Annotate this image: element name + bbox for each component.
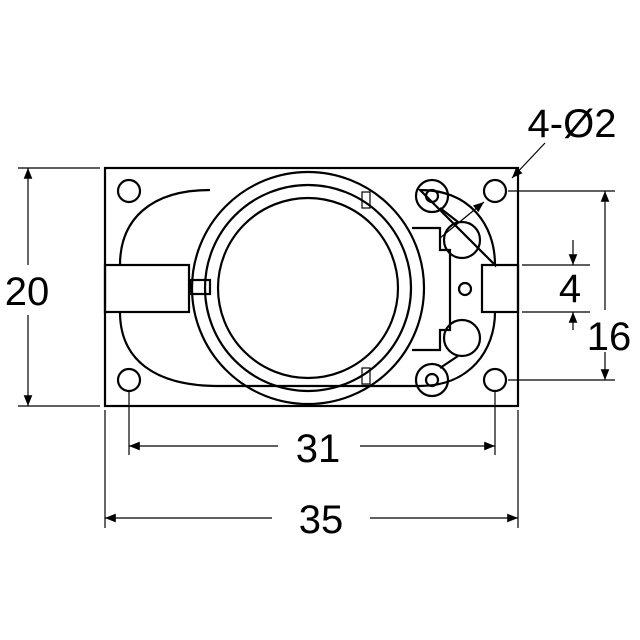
terminal-bottom bbox=[414, 318, 482, 398]
speaker-body bbox=[103, 166, 520, 408]
dimension-overall-width: 35 bbox=[104, 410, 519, 542]
hole-pitch-label: 31 bbox=[296, 427, 341, 471]
notch-left bbox=[188, 278, 212, 296]
notch-top bbox=[361, 191, 371, 209]
middle-ring bbox=[203, 183, 413, 393]
hole-callout-label: 4-Ø2 bbox=[528, 102, 617, 146]
overall-width-label: 35 bbox=[299, 498, 344, 542]
hole-callout: 4-Ø2 bbox=[439, 102, 617, 239]
mounting-hole-bottom-left bbox=[116, 367, 142, 393]
frame-outline bbox=[103, 166, 520, 408]
dimension-terminal-width: 4 bbox=[522, 240, 590, 330]
mounting-hole-top-right bbox=[482, 178, 508, 204]
terminal-top bbox=[414, 178, 482, 260]
terminal-width-label: 4 bbox=[559, 267, 581, 311]
left-tab bbox=[103, 263, 191, 314]
overall-height-label: 20 bbox=[5, 270, 50, 314]
dimension-hole-pitch: 31 bbox=[128, 392, 496, 471]
mounting-hole-bottom-right bbox=[482, 367, 508, 393]
cone-center bbox=[216, 196, 400, 380]
dimension-overall-height: 20 bbox=[5, 167, 100, 407]
housing-outline bbox=[118, 188, 497, 388]
dimension-hole-vertical-pitch: 16 bbox=[508, 190, 632, 381]
right-terminal-tab bbox=[480, 263, 520, 314]
outer-ring bbox=[190, 170, 426, 406]
center-terminal-hole bbox=[457, 281, 473, 297]
hole-vertical-pitch-label: 16 bbox=[587, 315, 632, 359]
terminal-bracket bbox=[412, 226, 452, 352]
mounting-hole-top-left bbox=[116, 178, 142, 204]
notch-bottom bbox=[361, 367, 371, 385]
